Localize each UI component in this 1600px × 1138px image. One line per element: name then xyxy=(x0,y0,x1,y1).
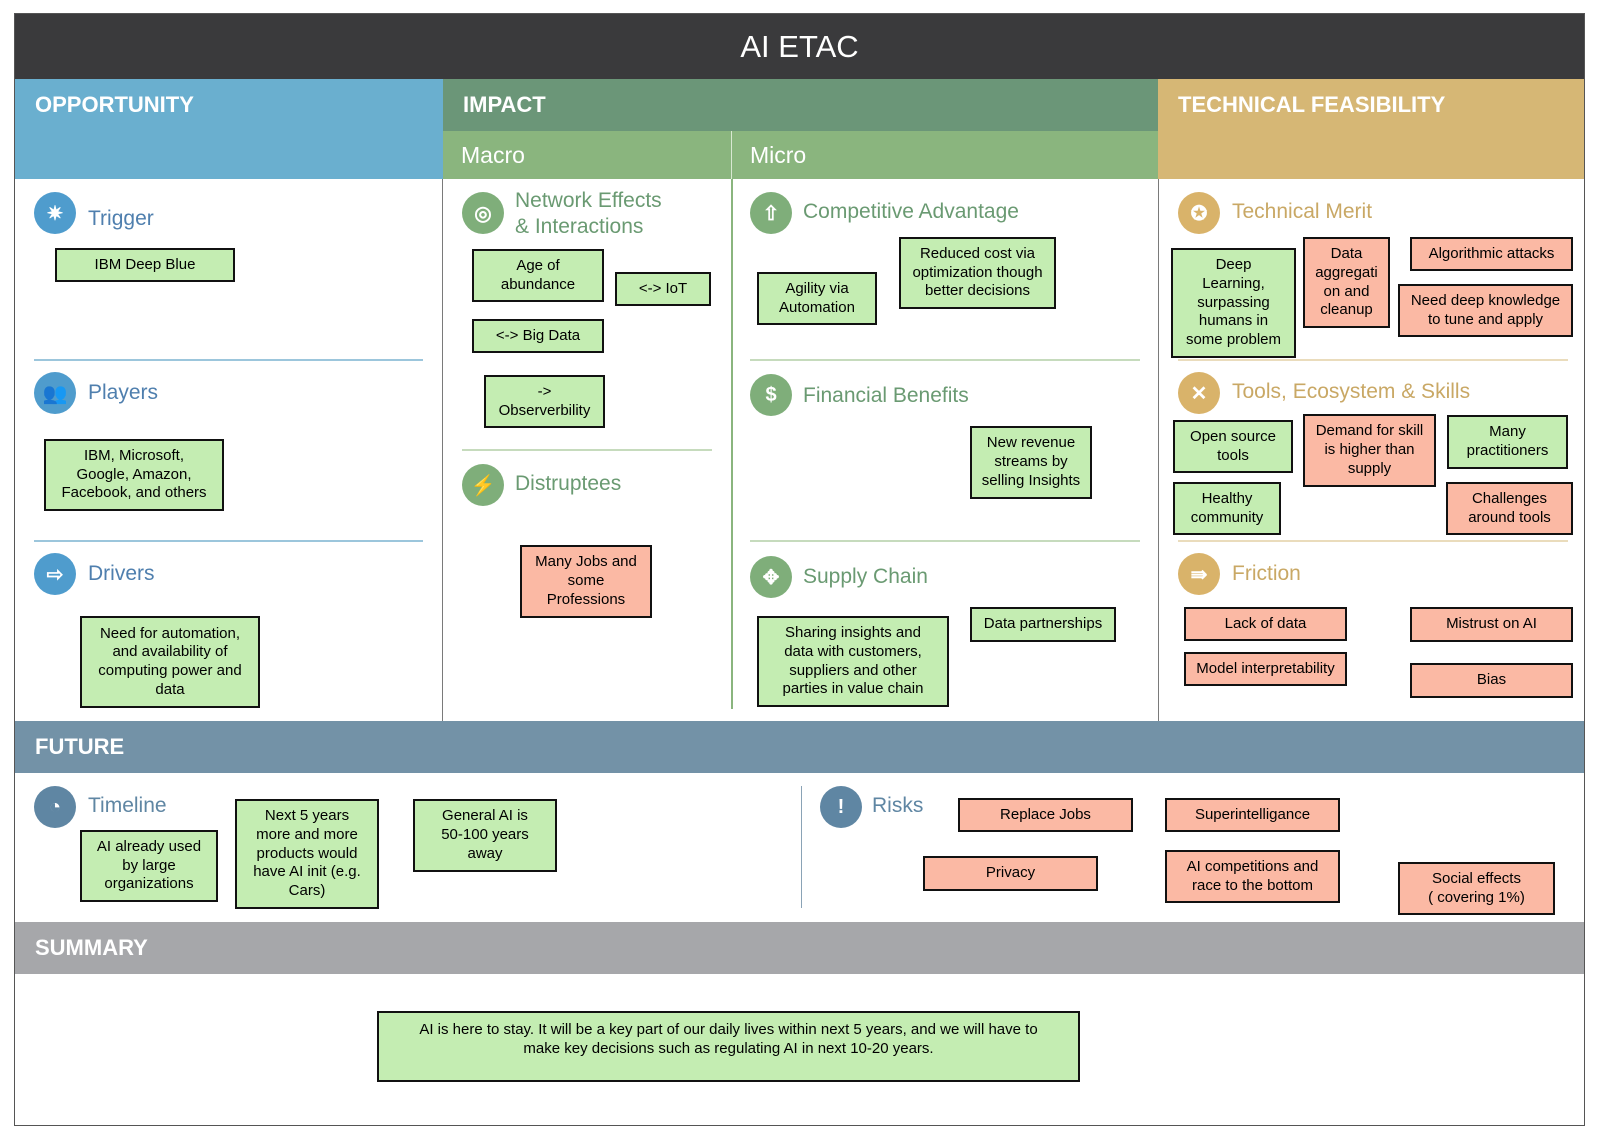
note: Reduced cost via optimization though bet… xyxy=(899,237,1056,309)
note: Deep Learning, surpassing humans in some… xyxy=(1171,248,1296,358)
star-icon: ✷ xyxy=(34,192,76,234)
note: Bias xyxy=(1410,663,1573,698)
note: Many Jobs and some Professions xyxy=(520,545,652,618)
section-divider xyxy=(462,449,712,451)
column-divider xyxy=(1158,179,1159,721)
note: Need for automation, and availability of… xyxy=(80,616,260,708)
section-divider xyxy=(1178,540,1568,542)
arrow-icon: ⇨ xyxy=(34,553,76,595)
macro-header: Macro xyxy=(443,131,732,179)
section-title-merit: Technical Merit xyxy=(1232,200,1373,223)
note: Demand for skill is higher than supply xyxy=(1303,414,1436,487)
future-header: FUTURE xyxy=(15,721,1584,773)
medal-icon: ✪ xyxy=(1178,192,1220,234)
impact-sub-divider xyxy=(731,131,732,179)
note: Healthy community xyxy=(1173,482,1281,535)
note: Model interpretability xyxy=(1184,652,1347,686)
feasibility-header: TECHNICAL FEASIBILITY xyxy=(1158,79,1584,179)
note: -> Observerbility xyxy=(484,375,605,428)
section-title-players: Players xyxy=(88,381,159,404)
clock-icon: ◔ xyxy=(34,786,76,828)
column-divider xyxy=(731,179,733,709)
note: Mistrust on AI xyxy=(1410,607,1573,642)
note: IBM Deep Blue xyxy=(55,248,235,282)
note: Open source tools xyxy=(1173,420,1293,473)
arrow-up-icon: ⇧ xyxy=(750,192,792,234)
note: Lack of data xyxy=(1184,607,1347,641)
target-icon: ◎ xyxy=(462,192,504,234)
disrupt-icon: ⚡ xyxy=(462,464,504,506)
column-divider xyxy=(442,179,443,721)
note: Superintelligance xyxy=(1165,798,1340,832)
section-title-financial: Financial Benefits xyxy=(803,384,969,407)
section-title-timeline: Timeline xyxy=(88,794,167,817)
note: AI competitions and race to the bottom xyxy=(1165,850,1340,903)
section-divider xyxy=(34,540,423,542)
section-title-trigger: Trigger xyxy=(88,207,154,230)
section-title-friction: Friction xyxy=(1232,562,1301,585)
note: Algorithmic attacks xyxy=(1410,237,1573,271)
section-title-network: Network Effects & Interactions xyxy=(515,189,662,238)
note: Privacy xyxy=(923,856,1098,891)
section-divider xyxy=(750,359,1140,361)
note: IBM, Microsoft, Google, Amazon, Facebook… xyxy=(44,439,224,511)
canvas-frame xyxy=(14,13,1585,1126)
note: Data partnerships xyxy=(970,607,1116,642)
summary-note: AI is here to stay. It will be a key par… xyxy=(377,1011,1080,1082)
section-title-distruptees: Distruptees xyxy=(515,472,622,495)
note: Replace Jobs xyxy=(958,798,1133,832)
dollar-icon: $ xyxy=(750,374,792,416)
section-divider xyxy=(1178,359,1568,361)
section-divider xyxy=(750,540,1140,542)
arrows-icon: ✥ xyxy=(750,556,792,598)
note: General AI is 50-100 years away xyxy=(413,799,557,872)
page-title: AI ETAC xyxy=(15,14,1584,79)
micro-header: Micro xyxy=(732,131,1158,179)
section-title-drivers: Drivers xyxy=(88,562,155,585)
note: Social effects ( covering 1%) xyxy=(1398,862,1555,915)
opportunity-header: OPPORTUNITY xyxy=(15,79,443,179)
note: Age of abundance xyxy=(472,249,604,302)
note: <-> Big Data xyxy=(472,319,604,353)
note: Challenges around tools xyxy=(1446,482,1573,535)
note: <-> IoT xyxy=(615,272,711,306)
risk-icon: ! xyxy=(820,786,862,828)
future-divider xyxy=(801,786,802,908)
section-title-competitive: Competitive Advantage xyxy=(803,200,1019,223)
note: New revenue streams by selling Insights xyxy=(970,426,1092,499)
note: Data aggregati on and cleanup xyxy=(1303,237,1390,328)
section-title-tools: Tools, Ecosystem & Skills xyxy=(1232,380,1471,403)
note: Agility via Automation xyxy=(757,272,877,325)
summary-header: SUMMARY xyxy=(15,922,1584,974)
people-icon: 👥 xyxy=(34,372,76,414)
friction-icon: ⇛ xyxy=(1178,553,1220,595)
section-title-risks: Risks xyxy=(872,794,924,817)
section-divider xyxy=(34,359,423,361)
note: Sharing insights and data with customers… xyxy=(757,616,949,707)
note: Many practitioners xyxy=(1447,415,1568,469)
note: AI already used by large organizations xyxy=(80,830,218,902)
wrench-icon: ✕ xyxy=(1178,372,1220,414)
note: Need deep knowledge to tune and apply xyxy=(1398,284,1573,337)
note: Next 5 years more and more products woul… xyxy=(235,799,379,909)
section-title-supply: Supply Chain xyxy=(803,565,928,588)
impact-header: IMPACT xyxy=(443,79,1158,131)
